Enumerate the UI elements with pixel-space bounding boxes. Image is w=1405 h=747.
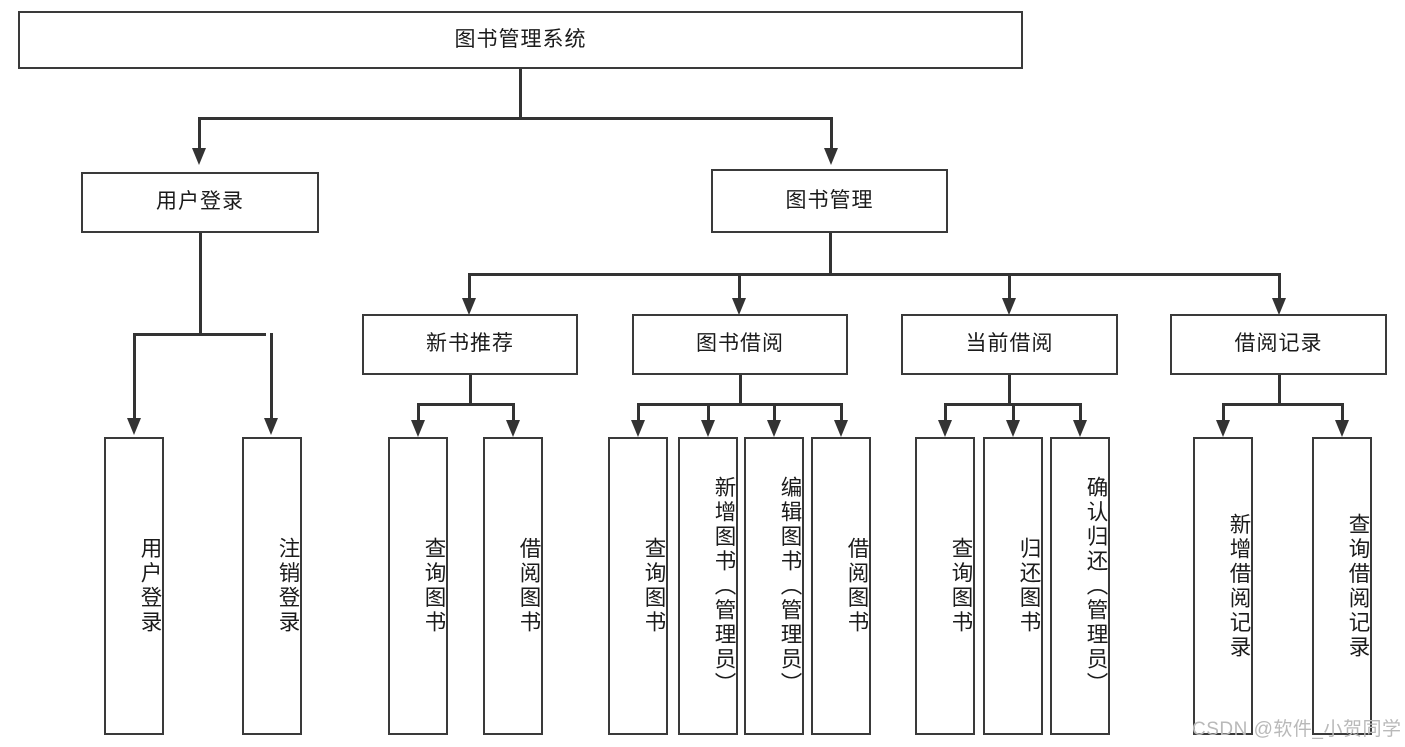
arrowhead-user-login-leaf-1: [127, 418, 141, 435]
connector-book-management-stem: [829, 233, 832, 275]
node-label: 归还图书: [1017, 537, 1041, 635]
node-label: 借阅图书: [517, 537, 541, 635]
connector-drop-new-book-recommend: [468, 273, 471, 299]
connector-level3-bar: [468, 273, 1280, 276]
connector-drop-cb-leaf-2: [1012, 403, 1015, 421]
connector-level2-drop-user-login: [198, 117, 201, 149]
connector-drop-borrow-record: [1278, 273, 1281, 299]
node-book-management[interactable]: 图书管理: [711, 169, 948, 233]
arrowhead-bb-leaf-2: [701, 420, 715, 437]
node-current-borrow[interactable]: 当前借阅: [901, 314, 1118, 375]
node-root-book-management-system[interactable]: 图书管理系统: [18, 11, 1023, 69]
connector-root-stem: [519, 69, 522, 119]
connector-drop-bb-leaf-4: [840, 403, 843, 421]
node-label: 查询图书: [422, 537, 446, 635]
arrowhead-user-login: [192, 148, 206, 165]
node-borrow-record[interactable]: 借阅记录: [1170, 314, 1387, 375]
node-label: 借阅图书: [845, 537, 869, 635]
node-user-login[interactable]: 用户登录: [81, 172, 319, 233]
arrowhead-borrow-record: [1272, 298, 1286, 315]
arrowhead-br-leaf-2: [1335, 420, 1349, 437]
leaf-book-borrow-3[interactable]: 编辑图书（管理员）: [744, 437, 804, 735]
connector-level2-bar: [198, 117, 832, 120]
connector-level2-drop-book-management: [830, 117, 833, 149]
connector-drop-cb-leaf-3: [1079, 403, 1082, 421]
leaf-current-borrow-2[interactable]: 归还图书: [983, 437, 1043, 735]
connector-drop-cb-leaf-1: [944, 403, 947, 421]
arrowhead-br-leaf-1: [1216, 420, 1230, 437]
connector-drop-book-borrow: [738, 273, 741, 299]
node-label: 图书管理系统: [454, 27, 587, 51]
arrowhead-nbr-leaf-1: [411, 420, 425, 437]
connector-user-login-bar: [133, 333, 266, 336]
connector-new-book-recommend-bar: [417, 403, 515, 406]
leaf-new-book-recommend-1[interactable]: 查询图书: [388, 437, 448, 735]
node-label: 用户登录: [138, 537, 162, 635]
node-label: 查询图书: [642, 537, 666, 635]
connector-current-borrow-stem: [1008, 375, 1011, 405]
connector-drop-br-leaf-1: [1222, 403, 1225, 421]
node-label: 图书借阅: [696, 332, 784, 356]
arrowhead-current-borrow: [1002, 298, 1016, 315]
arrowhead-user-login-leaf-2: [264, 418, 278, 435]
connector-drop-current-borrow: [1008, 273, 1011, 299]
connector-book-borrow-stem: [739, 375, 742, 405]
leaf-borrow-record-2[interactable]: 查询借阅记录: [1312, 437, 1372, 735]
leaf-book-borrow-2[interactable]: 新增图书（管理员）: [678, 437, 738, 735]
arrowhead-nbr-leaf-2: [506, 420, 520, 437]
node-label: 查询图书: [949, 537, 973, 635]
node-label: 新增图书（管理员）: [712, 475, 736, 697]
arrowhead-bb-leaf-4: [834, 420, 848, 437]
leaf-new-book-recommend-2[interactable]: 借阅图书: [483, 437, 543, 735]
leaf-user-login-1[interactable]: 用户登录: [104, 437, 164, 735]
node-label: 编辑图书（管理员）: [778, 475, 802, 697]
csdn-watermark: CSDN @软件_小贺同学: [1192, 714, 1401, 741]
leaf-user-login-2[interactable]: 注销登录: [242, 437, 302, 735]
arrowhead-book-management: [824, 148, 838, 165]
leaf-book-borrow-1[interactable]: 查询图书: [608, 437, 668, 735]
node-label: 用户登录: [156, 190, 244, 214]
arrowhead-cb-leaf-1: [938, 420, 952, 437]
arrowhead-bb-leaf-1: [631, 420, 645, 437]
arrowhead-book-borrow: [732, 298, 746, 315]
connector-drop-bb-leaf-3: [773, 403, 776, 421]
connector-new-book-recommend-stem: [469, 375, 472, 405]
node-label: 图书管理: [785, 188, 874, 212]
leaf-current-borrow-3[interactable]: 确认归还（管理员）: [1050, 437, 1110, 735]
leaf-book-borrow-4[interactable]: 借阅图书: [811, 437, 871, 735]
arrowhead-cb-leaf-2: [1006, 420, 1020, 437]
connector-drop-bb-leaf-2: [707, 403, 710, 421]
connector-user-login-stem: [199, 233, 202, 335]
watermark-text: CSDN @软件_小贺同学: [1192, 719, 1402, 740]
leaf-borrow-record-1[interactable]: 新增借阅记录: [1193, 437, 1253, 735]
node-label: 查询借阅记录: [1346, 512, 1370, 660]
node-label: 借阅记录: [1234, 332, 1323, 356]
node-new-book-recommend[interactable]: 新书推荐: [362, 314, 578, 375]
connector-drop-user-login-leaf-2: [270, 333, 273, 419]
arrowhead-bb-leaf-3: [767, 420, 781, 437]
connector-borrow-record-bar: [1222, 403, 1343, 406]
node-label: 新增借阅记录: [1227, 512, 1251, 660]
connector-book-borrow-bar: [637, 403, 842, 406]
arrowhead-cb-leaf-3: [1073, 420, 1087, 437]
connector-drop-bb-leaf-1: [637, 403, 640, 421]
connector-borrow-record-stem: [1278, 375, 1281, 405]
connector-drop-br-leaf-2: [1341, 403, 1344, 421]
connector-drop-user-login-leaf-1: [133, 333, 136, 419]
leaf-current-borrow-1[interactable]: 查询图书: [915, 437, 975, 735]
connector-drop-nbr-leaf-1: [417, 403, 420, 421]
arrowhead-new-book-recommend: [462, 298, 476, 315]
node-label: 确认归还（管理员）: [1084, 475, 1108, 697]
node-book-borrow[interactable]: 图书借阅: [632, 314, 848, 375]
connector-drop-nbr-leaf-2: [512, 403, 515, 421]
node-label: 当前借阅: [965, 332, 1054, 356]
node-label: 注销登录: [276, 537, 300, 635]
node-label: 新书推荐: [426, 332, 514, 356]
